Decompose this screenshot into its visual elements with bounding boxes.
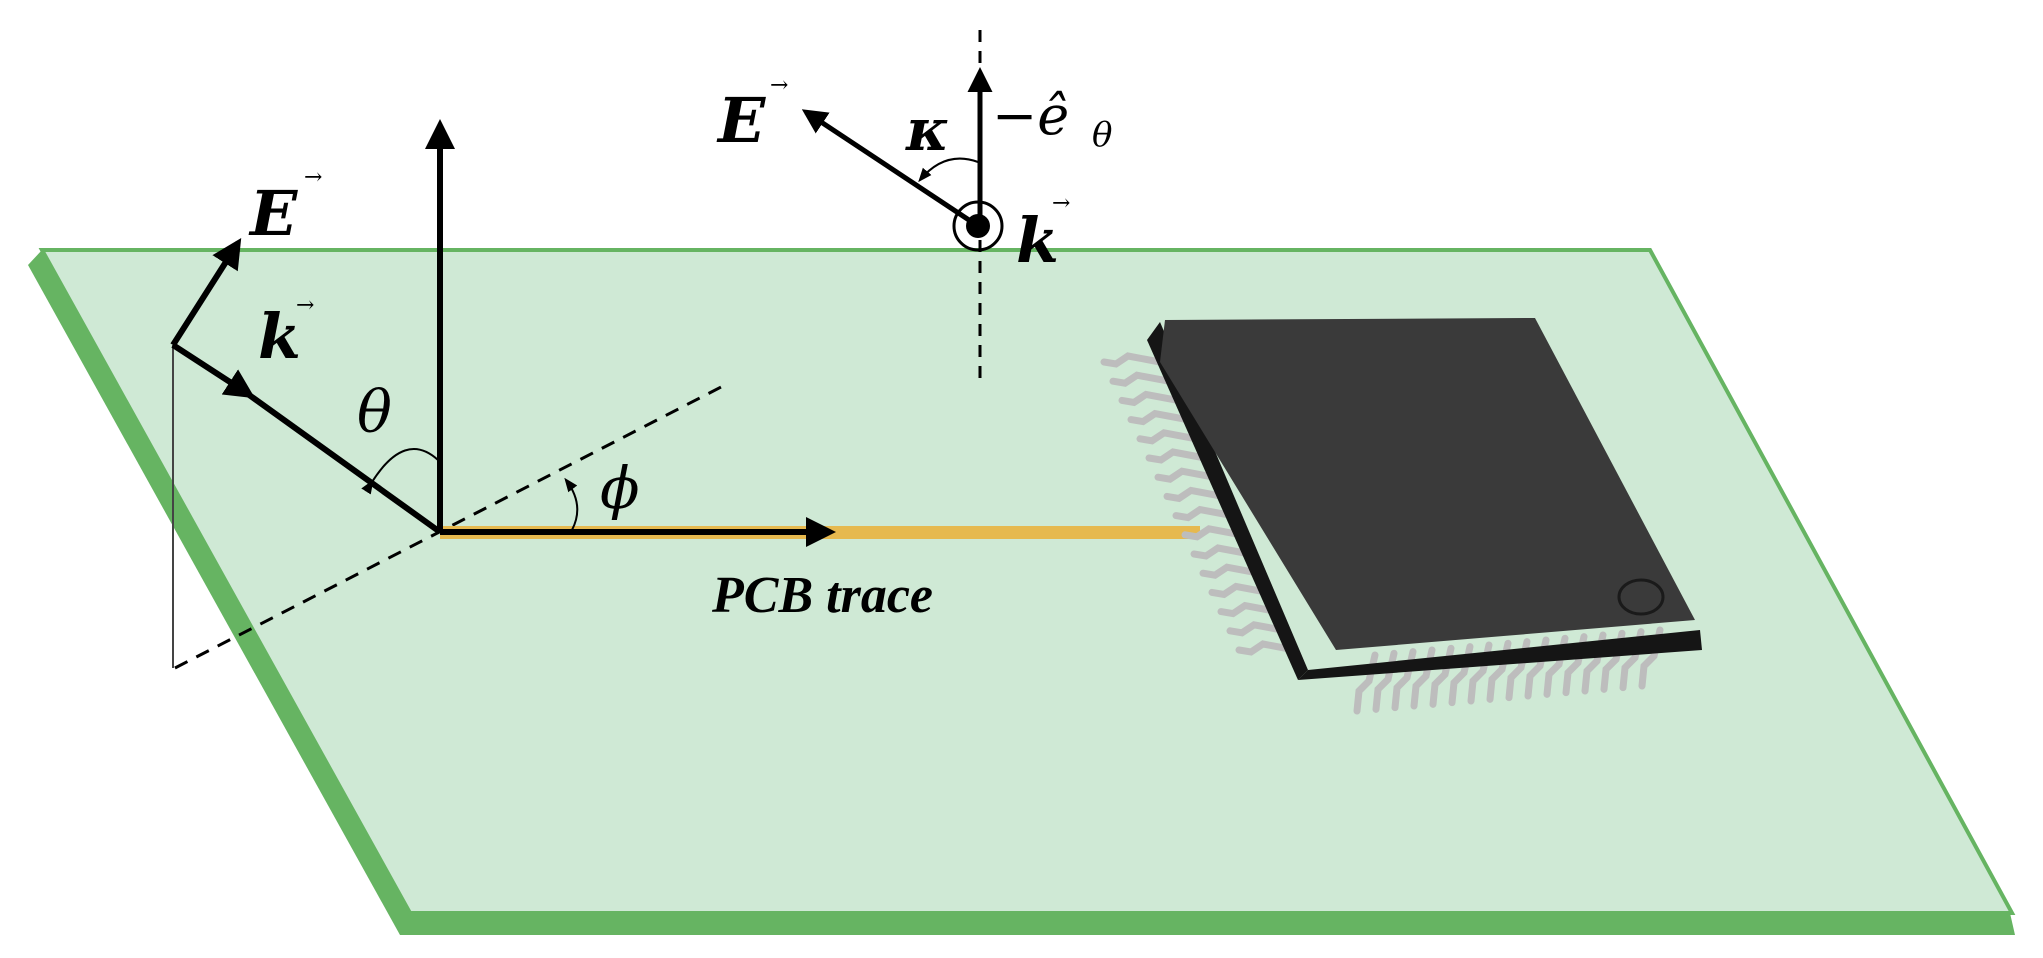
k-top-letter: k (1016, 204, 1059, 277)
chip-pin (1154, 467, 1218, 483)
e-vector-arrow (170, 237, 242, 347)
label-neg-e-theta: −ê θ (992, 84, 1112, 155)
e-theta-subscript: θ (1092, 115, 1112, 155)
label-e-top: E → (716, 73, 788, 157)
theta-label: θ (357, 378, 392, 446)
plane-dashed-axis (174, 383, 726, 670)
k-out-of-page-dot (966, 214, 990, 238)
k-top-vector-mark: → (1052, 191, 1070, 216)
chip-pin (1163, 486, 1227, 503)
k-out-of-page-ring (952, 200, 1004, 252)
theta-arc (361, 448, 439, 495)
e-left-vector-mark: → (304, 165, 322, 190)
e-top-letter: E (716, 84, 766, 157)
e-top-vector-mark: → (770, 73, 788, 98)
phi-label: ϕ (600, 454, 640, 522)
pcb-trace-label: PCB trace (711, 567, 933, 624)
incidence-plane (172, 345, 726, 670)
label-e-left: E → (248, 165, 322, 250)
qfp-chip (1100, 318, 1702, 715)
k-vector-arrow (171, 342, 256, 399)
chip-left-pins (1100, 352, 1299, 656)
chip-pin (1136, 429, 1200, 445)
k-left-letter: k (258, 300, 301, 373)
chip-pin (1190, 544, 1254, 560)
phi-arc (564, 477, 579, 531)
pin1-dot-icon (1617, 578, 1665, 616)
chip-pin (1208, 582, 1272, 599)
chip-body (1160, 318, 1695, 650)
pcb-trace-group: PCB trace (440, 517, 1200, 624)
kappa-label: κ (905, 96, 949, 164)
board-left-edge (28, 250, 410, 935)
label-k-left: k → (258, 293, 314, 373)
polarization-inset: E → κ −ê θ k → (716, 30, 1112, 385)
chip-pin (1145, 448, 1209, 464)
chip-pin (1109, 371, 1173, 387)
board-front-edge (400, 913, 2015, 935)
chip-pin (1100, 352, 1164, 368)
chip-bottom-side (1298, 630, 1702, 680)
chip-pin (1226, 621, 1290, 637)
chip-pin (1118, 390, 1182, 407)
chip-pin (1199, 563, 1263, 579)
chip-pin (1127, 409, 1191, 426)
chip-pin (1235, 640, 1299, 656)
chip-pin (1172, 505, 1236, 522)
chip-pin (1181, 525, 1245, 541)
k-vector-continuation (243, 389, 442, 535)
chip-side (1147, 322, 1308, 680)
label-k-top: k → (1016, 191, 1070, 277)
neg-e-theta-text: −ê (992, 84, 1069, 147)
e-left-letter: E (248, 177, 298, 250)
e-top-arrow (801, 109, 980, 229)
kappa-arc (918, 157, 979, 183)
k-left-vector-mark: → (296, 293, 314, 318)
pcb-board (28, 248, 2016, 935)
chip-pin (1217, 601, 1281, 618)
